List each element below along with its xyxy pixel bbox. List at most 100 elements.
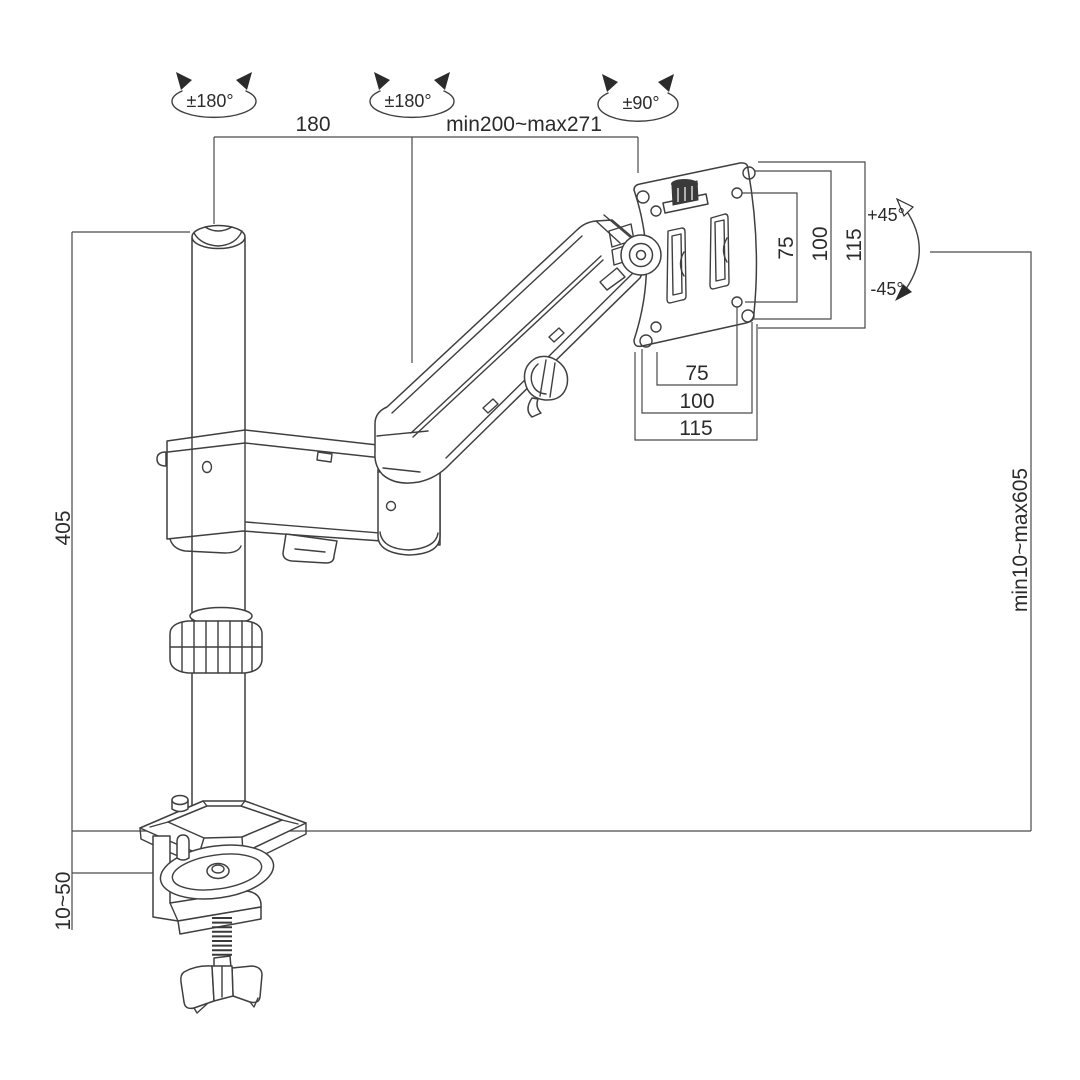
- knob-right-wing: [231, 965, 263, 1004]
- arm-cover-edge-2: [412, 259, 604, 438]
- plate-hole-bl-inner: [650, 321, 662, 333]
- plate-slot-left-outer: [666, 227, 687, 304]
- arm-cover-edge-1: [410, 255, 602, 434]
- clamp-knob: [180, 955, 263, 1014]
- pole-swivel-icon: [171, 72, 257, 119]
- label-arm-extension: min200~max271: [446, 113, 602, 136]
- head-swivel-icon: [597, 74, 679, 122]
- pad-pin: [176, 834, 190, 861]
- plate-slot-left-inner: [671, 233, 683, 296]
- vesa-v100-bracket: [754, 170, 832, 320]
- arm-slot: [316, 451, 333, 463]
- plate-slot-right-notch: [722, 237, 728, 263]
- c-clamp: [152, 834, 275, 1014]
- tilt-arrow-down: [895, 284, 912, 301]
- plate-hole-bl: [639, 334, 653, 348]
- label-pole-to-elbow: 180: [295, 113, 330, 136]
- label-vesa-v100: 100: [809, 226, 832, 261]
- arm-bottom-inner: [245, 521, 393, 535]
- label-head-swivel: ±90°: [622, 93, 659, 113]
- horizontal-arm: [156, 429, 441, 564]
- tilt-arc: [902, 209, 920, 294]
- label-pole-swivel: ±180°: [186, 91, 233, 111]
- arm-head-tab: [599, 267, 626, 291]
- clamp-hole: [201, 460, 213, 474]
- label-height-adjustment: min10~max605: [1009, 468, 1032, 612]
- arm-vent-slot-1: [548, 327, 565, 343]
- label-vesa-h75: 75: [685, 362, 708, 385]
- clamp-jaw-edge: [169, 902, 179, 922]
- vesa-v75-bracket: [742, 192, 798, 303]
- arm-body: [166, 429, 441, 546]
- label-desk-thickness: 10~50: [52, 872, 75, 931]
- plate-hole-tl: [636, 190, 650, 204]
- pole-cap: [191, 224, 246, 250]
- swivel-arrow-right-3: [658, 74, 674, 92]
- knob-details: [193, 965, 259, 1014]
- clamp-bolt: [156, 451, 167, 467]
- base-bevel-lines: [149, 800, 299, 855]
- pad-inner: [171, 853, 263, 891]
- swivel-arc-3: [597, 92, 679, 122]
- tilt-arc-icon: [895, 197, 920, 301]
- dimension-labels: ±180° ±180° ±90° 180 min200~max271 405 1…: [52, 91, 1032, 930]
- arm-vent-slot-2: [482, 398, 499, 414]
- elbow-bottom-arc: [379, 531, 439, 551]
- arm-top-front-edge: [167, 442, 438, 465]
- label-vesa-h115: 115: [679, 417, 712, 440]
- arm-head-edge-2: [603, 214, 631, 238]
- vesa-v115-bracket: [758, 161, 866, 329]
- cable-clip: [282, 533, 338, 564]
- plate-hole-tl-inner: [650, 205, 662, 217]
- label-vesa-v115: 115: [843, 228, 866, 261]
- label-tilt-up: +45°: [867, 205, 905, 225]
- label-pole-height: 405: [52, 510, 75, 545]
- label-arm-swivel: ±180°: [384, 91, 431, 111]
- rotation-symbols: [171, 72, 920, 301]
- swivel-arrow-right-2: [434, 72, 450, 90]
- arm-wedge-crease: [376, 430, 429, 437]
- knob-left-wing: [180, 965, 215, 1010]
- clamp-jaw-front: [177, 906, 262, 935]
- plate-hole-br: [741, 309, 755, 323]
- pad-nut-inner: [211, 864, 225, 874]
- vesa-dimensions: [634, 161, 866, 441]
- swivel-arc-1: [171, 90, 257, 119]
- pole-cap-top-seam: [204, 226, 233, 232]
- hinge-axle: [635, 249, 647, 261]
- tilt-hinge: [608, 179, 709, 276]
- swivel-arrow-left-1: [176, 72, 192, 90]
- arm-head-edge-1: [595, 220, 621, 244]
- plate-slot-left-notch: [679, 251, 685, 277]
- arm-outline: [374, 219, 649, 484]
- tilt-arrow-up: [895, 197, 915, 218]
- cable-hook: [527, 397, 542, 418]
- arm-wedge-lower: [382, 467, 421, 473]
- arm-swivel-icon: [369, 72, 455, 119]
- base-setscrew-head: [171, 794, 189, 806]
- vesa-h100-bracket: [641, 322, 753, 414]
- label-tilt-down: -45°: [870, 279, 903, 299]
- adjustment-collar: [169, 606, 263, 674]
- cable-clip-slot: [294, 548, 326, 553]
- swivel-arrow-left-3: [602, 74, 618, 92]
- plate-hole-tr: [742, 166, 756, 180]
- vesa-h115-bracket: [634, 324, 758, 441]
- elbow-bolt: [385, 500, 397, 512]
- swivel-arc-2: [369, 90, 455, 119]
- plate-slot-right-outer: [709, 213, 730, 290]
- clamp-bottom-flange: [169, 538, 242, 554]
- pole-cap-seam: [193, 230, 243, 247]
- vesa-h75-bracket: [656, 307, 738, 386]
- pad-nut: [206, 862, 230, 880]
- tension-knob-grooves: [539, 359, 556, 398]
- gas-spring-arm: [374, 214, 649, 484]
- swivel-arrow-right-1: [236, 72, 252, 90]
- swivel-arrow-left-2: [374, 72, 390, 90]
- plate-slot-right-inner: [714, 219, 726, 282]
- height-range-line: [930, 251, 1032, 831]
- label-vesa-h100: 100: [679, 390, 714, 413]
- label-vesa-v75: 75: [775, 236, 798, 259]
